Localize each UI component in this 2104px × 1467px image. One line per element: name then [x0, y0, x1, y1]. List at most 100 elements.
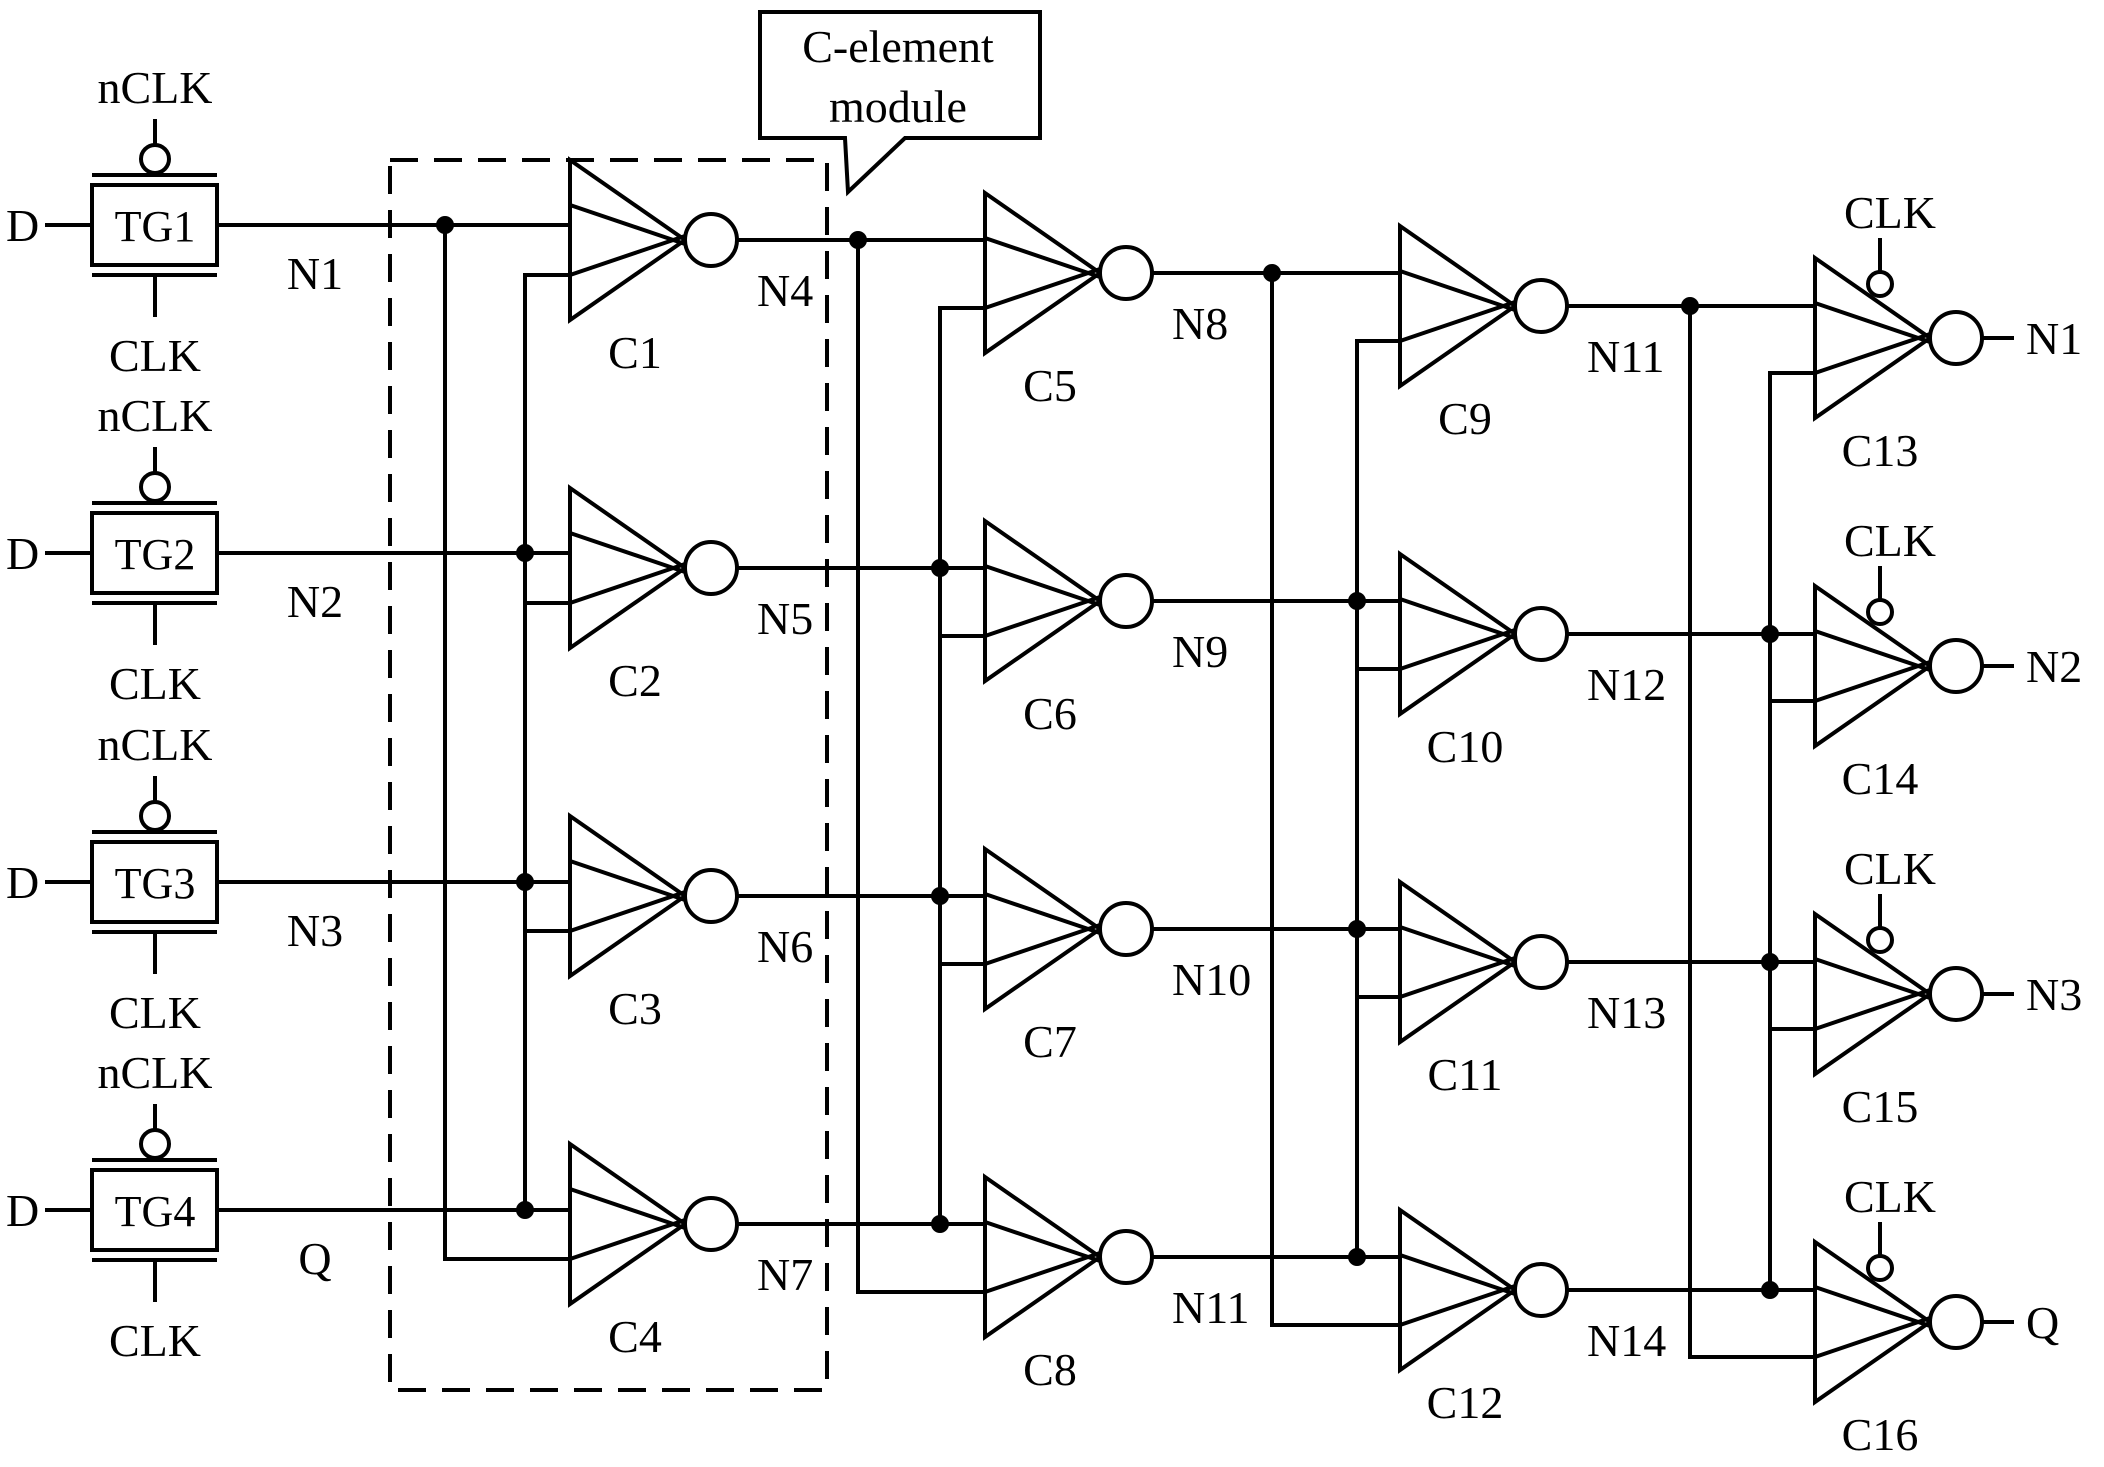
clock-label: CLK: [1844, 187, 1936, 238]
tg-bubble: [139, 471, 171, 503]
tg-name: TG2: [115, 530, 196, 579]
gate-bubble: [683, 1196, 739, 1252]
bus-wire: [523, 273, 570, 1210]
gate-label: C9: [1438, 393, 1492, 444]
gate-triangle: [1398, 878, 1519, 1046]
output-net-label: N3: [2026, 969, 2082, 1020]
gate-bubble: [1513, 606, 1569, 662]
bus-wire: [1270, 273, 1400, 1327]
gate-label: C16: [1842, 1409, 1919, 1460]
junction-dot: [1263, 264, 1281, 282]
gate-triangle: [983, 189, 1104, 357]
tg-clk-label: CLK: [109, 987, 201, 1038]
gate-inner-line: [1399, 597, 1516, 640]
wires: [217, 205, 1817, 1359]
gate-inner-line: [984, 923, 1101, 966]
gate-bubble: [1513, 1262, 1569, 1318]
gate-inner-line: [569, 203, 686, 246]
gate-label: C10: [1427, 721, 1504, 772]
tg-body: [90, 1168, 219, 1252]
gate-inner-line: [984, 267, 1101, 310]
c-element-gate: C9 N11: [1398, 222, 1665, 444]
net-label: N6: [757, 921, 813, 972]
clock-label: CLK: [1844, 515, 1936, 566]
tg-clk-label: CLK: [109, 330, 201, 381]
gate-inner-line: [1814, 660, 1931, 703]
output-net-label: N2: [2026, 641, 2082, 692]
gate-bubble: [683, 212, 739, 268]
tg-bubble: [139, 800, 171, 832]
net-label: N13: [1587, 987, 1666, 1038]
tg-output-net-label: Q: [298, 1233, 331, 1284]
gate-bubble: [1513, 934, 1569, 990]
c-element-gate: C7 N10: [983, 845, 1251, 1067]
clock-bubble: [1866, 926, 1894, 954]
tg-output-net-label: N2: [287, 576, 343, 627]
gate-triangle: [568, 156, 689, 324]
tg-output-net-label: N1: [287, 248, 343, 299]
tg-input-label: D: [6, 1185, 39, 1236]
callout-text-line2: module: [829, 81, 967, 132]
gate-bubble: [1098, 1229, 1154, 1285]
gate-inner-line: [984, 892, 1101, 935]
gate-bubble: [683, 540, 739, 596]
tg-bubble: [139, 1128, 171, 1160]
tg-input-label: D: [6, 857, 39, 908]
tg-name: TG1: [115, 202, 196, 251]
tg-name: TG3: [115, 859, 196, 908]
gate-bubble: [1513, 278, 1569, 334]
gate-triangle: [1813, 582, 1934, 750]
gate-triangle: [568, 484, 689, 652]
gate-label: C7: [1023, 1016, 1077, 1067]
gate-inner-line: [984, 564, 1101, 607]
gate-triangle: [1398, 550, 1519, 718]
net-label: N10: [1172, 954, 1251, 1005]
gate-bubble: [1928, 310, 1984, 366]
gate-inner-line: [1399, 1284, 1516, 1327]
gate-triangle: [568, 812, 689, 980]
clock-bubble: [1866, 1254, 1894, 1282]
callout-text-line1: C-element: [802, 21, 994, 72]
tg-input-label: D: [6, 200, 39, 251]
tg-nclk-label: nCLK: [98, 390, 213, 441]
c-element-gate: C3 N6: [568, 812, 813, 1034]
gate-label: C8: [1023, 1344, 1077, 1395]
tg-nclk-label: nCLK: [98, 62, 213, 113]
clock-bubble: [1866, 598, 1894, 626]
clock-label: CLK: [1844, 1171, 1936, 1222]
bus-wire: [1768, 371, 1815, 1290]
gate-label: C3: [608, 983, 662, 1034]
gate-label: C14: [1842, 753, 1919, 804]
gate-inner-line: [569, 531, 686, 574]
junction-dot: [436, 216, 454, 234]
gate-inner-line: [569, 1187, 686, 1230]
junction-dot: [849, 231, 867, 249]
gate-label: C5: [1023, 360, 1077, 411]
c-element-gates: C1N4C2N5C3N6C4N7C5N8C6N9C7N10C8N11C9N11C…: [568, 156, 2082, 1460]
clock-label: CLK: [1844, 843, 1936, 894]
gate-triangle: [1813, 1238, 1934, 1406]
tg-nclk-label: nCLK: [98, 1047, 213, 1098]
gate-label: C6: [1023, 688, 1077, 739]
gate-triangle: [1398, 222, 1519, 390]
net-label: N11: [1172, 1282, 1250, 1333]
gate-label: C2: [608, 655, 662, 706]
gate-inner-line: [984, 1251, 1101, 1294]
gate-inner-line: [569, 890, 686, 933]
gate-inner-line: [1814, 332, 1931, 375]
callout-bubble: [758, 10, 1042, 197]
output-net-label: Q: [2026, 1297, 2059, 1348]
gate-bubble: [1098, 573, 1154, 629]
net-label: N11: [1587, 331, 1665, 382]
bus-wire: [1688, 306, 1815, 1359]
gate-bubble: [1098, 901, 1154, 957]
gate-inner-line: [1399, 300, 1516, 343]
gate-bubble: [1928, 966, 1984, 1022]
